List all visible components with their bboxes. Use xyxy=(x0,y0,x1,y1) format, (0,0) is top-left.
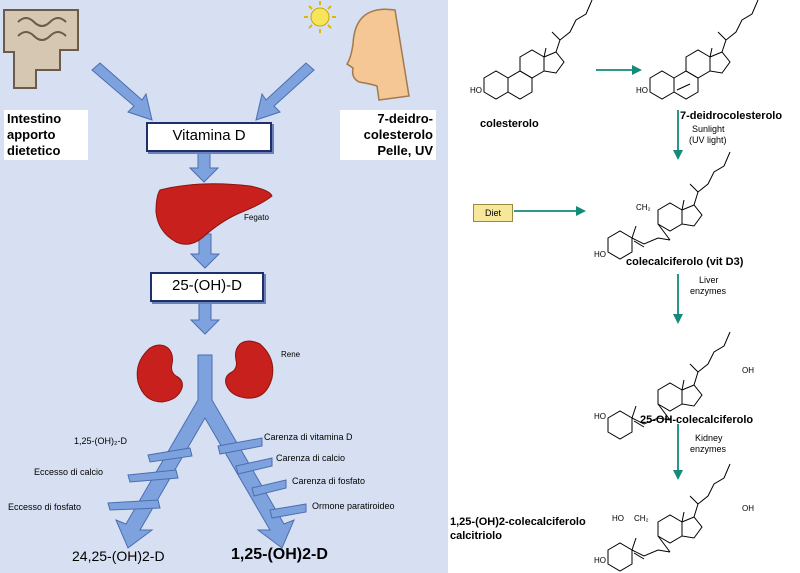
branch-right-1 xyxy=(217,437,263,455)
intestine-icon xyxy=(3,9,79,89)
intestine-label-line: apporto xyxy=(7,127,56,142)
label-excess-calcium: Eccesso di calcio xyxy=(34,467,104,477)
ho-d3: HO xyxy=(594,250,606,259)
intestine-label-line: dietetico xyxy=(7,143,61,158)
kidney-right-icon xyxy=(225,340,274,399)
label-excess-phosphate: Eccesso di fosfato xyxy=(8,502,82,512)
uv-light-label: (UV light) xyxy=(689,135,727,145)
intestine-label: Intestino apporto dietetico xyxy=(4,110,88,160)
label-pth: Ormone paratiroideo xyxy=(312,501,395,511)
product-2425-oh2d: 24,25-(OH)2-D xyxy=(72,548,165,564)
arrow-skin-to-vitd xyxy=(255,62,315,121)
skin-label-line: 7-deidro- xyxy=(377,111,433,126)
branch-right-2 xyxy=(235,457,273,475)
skin-label-line: Pelle, UV xyxy=(377,143,433,158)
kidney-left-icon xyxy=(136,344,183,403)
liver-icon xyxy=(155,183,273,245)
arrow-liver-to-25oh xyxy=(189,233,221,269)
arrow-25oh-to-kidneys xyxy=(189,299,221,335)
intestine-label-line: Intestino xyxy=(7,111,62,126)
cholesterol-label: colesterolo xyxy=(480,118,539,130)
ho-calcitriol: HO xyxy=(594,556,606,565)
calcitriol-label-1: 1,25-(OH)2-colecalciferolo xyxy=(450,516,586,528)
colecalciferol-structure xyxy=(607,151,731,260)
hydroxy-d-box: 25-(OH)-D xyxy=(150,272,264,302)
vitamin-d-box: Vitamina D xyxy=(146,122,272,152)
ho-dehydro: HO xyxy=(636,86,648,95)
ho-calcitriol-top: HO xyxy=(612,514,624,523)
colecalciferol-label: colecalciferolo (vit D3) xyxy=(626,256,744,268)
liver-label: Fegato xyxy=(244,213,269,222)
cholesterol-structure xyxy=(483,0,593,100)
oh-calcitriol: OH xyxy=(742,504,754,513)
skin-label: 7-deidro- colesterolo Pelle, UV xyxy=(340,110,436,160)
calcitriol-label-2: calcitriolo xyxy=(450,530,502,542)
branch-left-2 xyxy=(127,469,179,483)
ho-25: HO xyxy=(594,412,606,421)
liver-enzymes-2: enzymes xyxy=(690,286,727,296)
branch-left-1 xyxy=(147,447,193,463)
arrow-vitd-to-liver xyxy=(188,151,220,183)
branch-left-3 xyxy=(107,499,161,511)
head-icon xyxy=(345,8,410,101)
arrow-intestine-to-vitd xyxy=(91,62,153,121)
label-vitd-deficiency: Carenza di vitamina D xyxy=(264,432,353,442)
label-125-oh2d: 1,25-(OH)₂-D xyxy=(74,436,127,446)
hydroxy-colecalciferol-label: 25-OH-colecalciferolo xyxy=(640,414,754,426)
ch2-label-1: CH₂ xyxy=(636,203,651,212)
label-phosphate-deficiency: Carenza di fosfato xyxy=(292,476,366,486)
kidney-enzymes-1: Kidney xyxy=(695,433,723,443)
label-calcium-deficiency: Carenza di calcio xyxy=(276,453,346,463)
kidney-label: Rene xyxy=(281,350,301,359)
oh-25: OH xyxy=(742,366,754,375)
ch2-label-2: CH₂ xyxy=(634,514,649,523)
kidney-enzymes-2: enzymes xyxy=(690,444,727,454)
diet-box: Diet xyxy=(473,204,513,222)
calcitriol-structure xyxy=(607,463,731,572)
branch-right-4 xyxy=(269,503,307,519)
sun-icon xyxy=(304,1,336,33)
dehydrocholesterol-structure xyxy=(649,0,759,100)
sunlight-label: Sunlight xyxy=(692,124,725,134)
liver-enzymes-1: Liver xyxy=(699,275,719,285)
ho-cholesterol: HO xyxy=(470,86,482,95)
branch-right-3 xyxy=(251,479,287,497)
dehydrocholesterol-label: 7-deidrocolesterolo xyxy=(680,110,783,122)
c7-double-bond xyxy=(676,83,691,91)
skin-label-line: colesterolo xyxy=(363,127,433,142)
product-125-oh2d: 1,25-(OH)2-D xyxy=(231,546,328,563)
